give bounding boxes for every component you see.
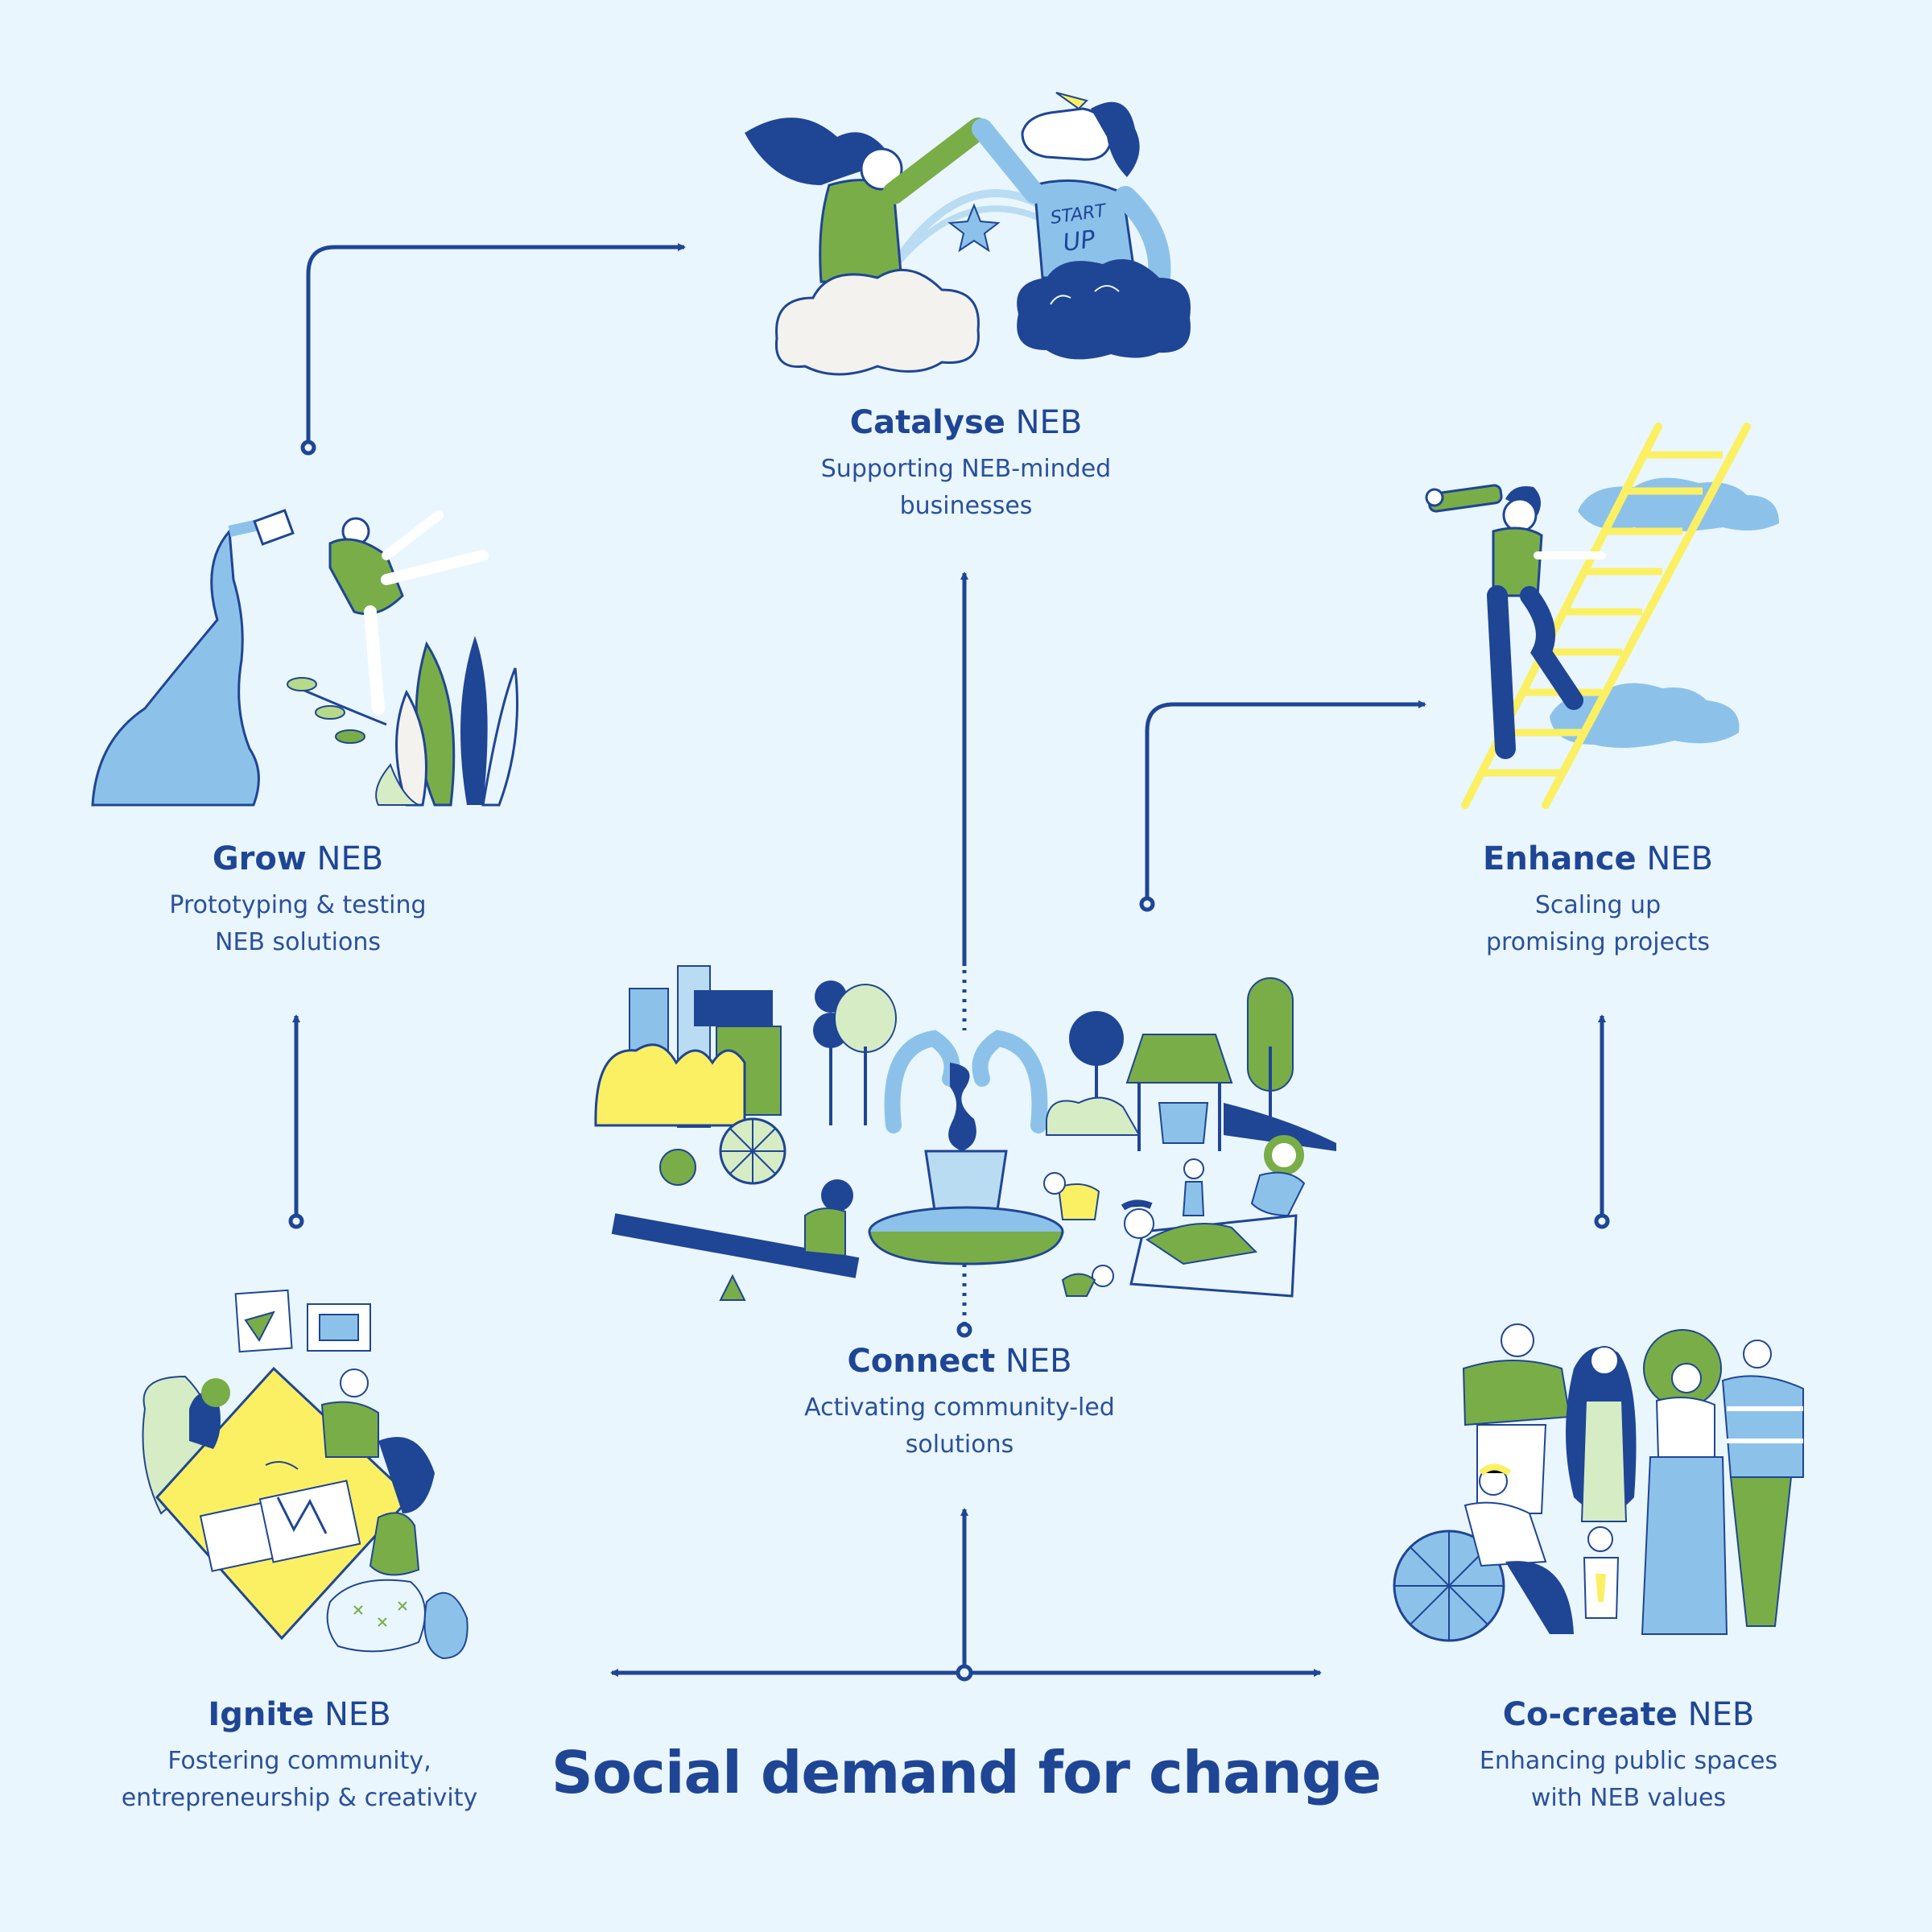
node-cocreate-desc-line2: with NEB values bbox=[1530, 1784, 1727, 1812]
node-catalyse-desc: Supporting NEB-minded businesses bbox=[708, 451, 1224, 525]
start-dot-cocreate bbox=[1594, 1213, 1610, 1229]
node-ignite-desc: Fostering community, entrepreneurship & c… bbox=[42, 1743, 557, 1817]
node-enhance-title-suffix: NEB bbox=[1636, 840, 1713, 877]
node-cocreate: Co-create NEB Enhancing public spaces wit… bbox=[1371, 1693, 1886, 1817]
start-dot-connect bbox=[956, 1322, 972, 1338]
node-ignite-title: Ignite NEB bbox=[42, 1693, 557, 1736]
arrow-connect-to-enhance bbox=[1145, 700, 1426, 903]
start-dot-base bbox=[956, 1664, 973, 1682]
enhance-illustration bbox=[1425, 423, 1779, 809]
ignite-illustration bbox=[142, 1289, 469, 1660]
node-connect-desc: Activating community-led solutions bbox=[702, 1389, 1217, 1463]
start-dot-ignite bbox=[288, 1213, 304, 1229]
headline: Social demand for change bbox=[551, 1739, 1381, 1806]
node-grow-title: Grow NEB bbox=[40, 837, 555, 881]
node-catalyse-title: Catalyse NEB bbox=[708, 401, 1224, 444]
node-connect-title-suffix: NEB bbox=[995, 1343, 1072, 1380]
node-enhance: Enhance NEB Scaling up promising projects bbox=[1340, 837, 1856, 961]
node-grow-desc-line2: NEB solutions bbox=[215, 928, 381, 956]
node-connect-title-bold: Connect bbox=[847, 1343, 996, 1380]
cocreate-illustration bbox=[1393, 1323, 1804, 1642]
node-cocreate-desc: Enhancing public spaces with NEB values bbox=[1371, 1743, 1886, 1817]
node-enhance-title: Enhance NEB bbox=[1340, 837, 1856, 881]
node-connect-desc-line1: Activating community-led bbox=[804, 1393, 1115, 1422]
node-enhance-desc-line2: promising projects bbox=[1486, 928, 1710, 956]
node-catalyse-desc-line1: Supporting NEB-minded bbox=[820, 455, 1112, 483]
node-connect: Connect NEB Activating community-led solu… bbox=[702, 1340, 1217, 1463]
node-catalyse: Catalyse NEB Supporting NEB-minded busine… bbox=[708, 401, 1224, 525]
start-dot-enhance bbox=[1139, 896, 1155, 912]
node-cocreate-title: Co-create NEB bbox=[1371, 1693, 1886, 1736]
node-catalyse-title-bold: Catalyse bbox=[849, 404, 1005, 441]
node-ignite: Ignite NEB Fostering community, entrepren… bbox=[42, 1693, 557, 1817]
node-ignite-title-suffix: NEB bbox=[314, 1696, 391, 1733]
node-ignite-desc-line2: entrepreneurship & creativity bbox=[121, 1784, 478, 1812]
connect-illustration bbox=[594, 965, 1336, 1301]
node-grow-title-bold: Grow bbox=[212, 840, 307, 877]
start-badge-line2: UP bbox=[1061, 225, 1097, 258]
node-connect-desc-line2: solutions bbox=[905, 1430, 1014, 1459]
node-cocreate-title-bold: Co-create bbox=[1502, 1696, 1678, 1733]
catalyse-illustration: START UP bbox=[745, 92, 1191, 376]
node-catalyse-title-suffix: NEB bbox=[1005, 404, 1083, 441]
node-cocreate-desc-line1: Enhancing public spaces bbox=[1479, 1747, 1778, 1775]
start-dot-grow bbox=[300, 440, 316, 456]
node-enhance-desc-line1: Scaling up bbox=[1534, 891, 1662, 919]
node-cocreate-title-suffix: NEB bbox=[1677, 1696, 1755, 1733]
grow-illustration bbox=[91, 509, 518, 807]
node-grow-desc-line1: Prototyping & testing bbox=[169, 891, 427, 919]
node-grow-title-suffix: NEB bbox=[306, 840, 384, 877]
node-enhance-desc: Scaling up promising projects bbox=[1340, 887, 1856, 961]
arrow-grow-to-catalyse bbox=[306, 243, 686, 447]
node-enhance-title-bold: Enhance bbox=[1483, 840, 1637, 877]
node-catalyse-desc-line2: businesses bbox=[899, 492, 1033, 520]
node-ignite-desc-line1: Fostering community, bbox=[167, 1747, 431, 1775]
node-ignite-title-bold: Ignite bbox=[208, 1696, 315, 1733]
node-connect-title: Connect NEB bbox=[702, 1340, 1217, 1383]
